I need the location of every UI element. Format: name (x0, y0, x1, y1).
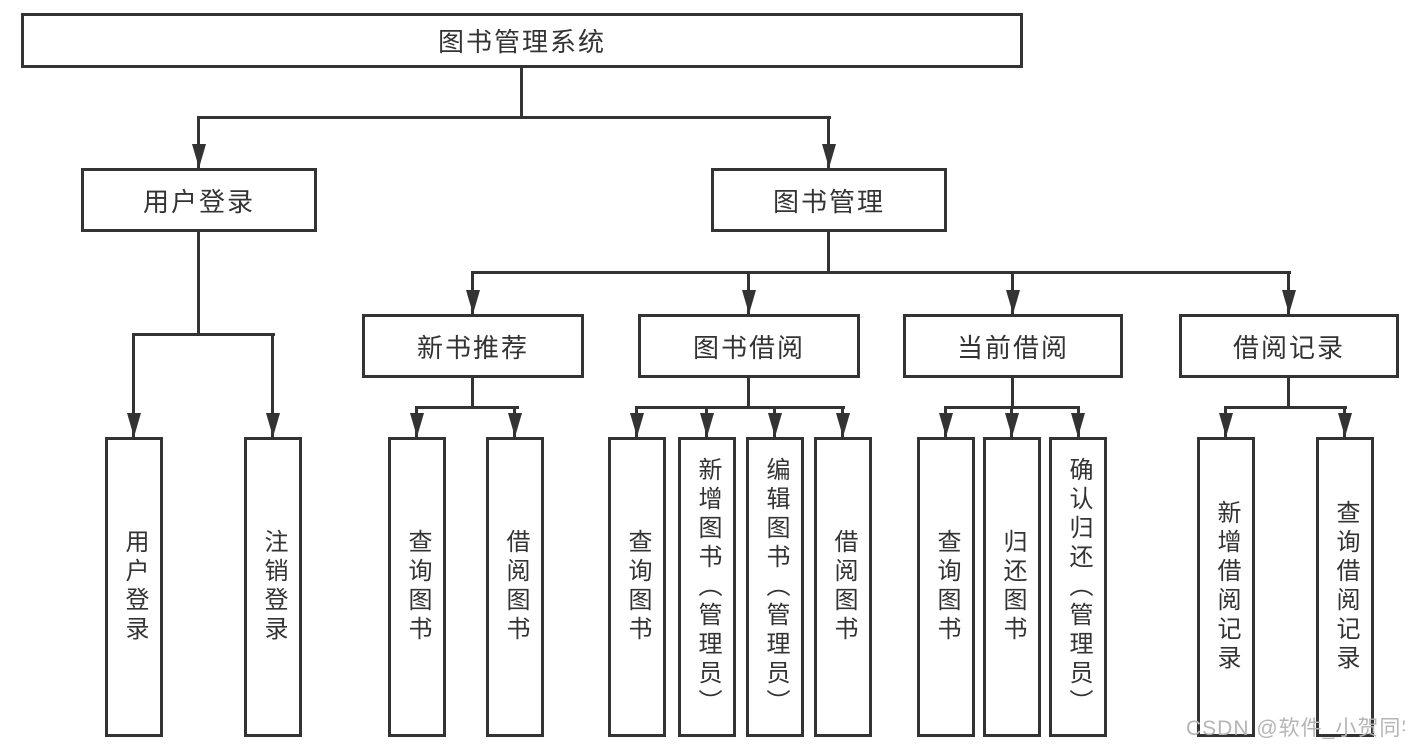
leaf-edit-book-admin: 编辑图书（管理员） (746, 437, 804, 737)
node-user-login-label: 用户登录 (142, 186, 255, 217)
arrow-down-icon (1071, 413, 1085, 437)
leaf-query-books-current-label: 查询图书 (933, 529, 960, 645)
node-current-borrowing-label: 当前借阅 (956, 332, 1069, 363)
connector-new-book-recommend-stub (471, 378, 474, 408)
arrow-down-icon (266, 413, 280, 437)
leaf-query-books-borrowing: 查询图书 (608, 437, 666, 737)
arrow-down-icon (410, 413, 424, 437)
leaf-query-borrow-record-label: 查询借阅记录 (1332, 500, 1359, 674)
leaf-add-book-admin: 新增图书（管理员） (678, 437, 736, 737)
arrow-down-icon (630, 413, 644, 437)
connector-root-stub (520, 68, 523, 118)
connector-borrowing-records-stub (1287, 378, 1290, 408)
leaf-borrow-books-label: 借阅图书 (830, 529, 857, 645)
arrow-down-icon (508, 413, 522, 437)
arrow-down-icon (822, 144, 836, 168)
leaf-add-borrow-record-label: 新增借阅记录 (1213, 500, 1240, 674)
node-book-borrowing-label: 图书借阅 (692, 332, 805, 363)
arrow-down-icon (1219, 413, 1233, 437)
leaf-query-books-recommend: 查询图书 (388, 437, 446, 737)
connector-drop-book-management (827, 116, 830, 168)
leaf-query-borrow-record: 查询借阅记录 (1316, 437, 1374, 737)
connector-borrowing-records-rail (1224, 406, 1347, 409)
connector-book-borrowing-rail (635, 406, 845, 409)
connector-root-rail (197, 116, 831, 119)
leaf-borrow-books-recommend-label: 借阅图书 (502, 529, 529, 645)
connector-current-borrowing-stub (1011, 378, 1014, 408)
node-user-login: 用户登录 (81, 168, 317, 232)
leaf-return-book: 归还图书 (983, 437, 1041, 737)
arrow-down-icon (127, 413, 141, 437)
arrow-down-icon (192, 144, 206, 168)
leaf-borrow-books-recommend: 借阅图书 (486, 437, 544, 737)
leaf-borrow-books: 借阅图书 (814, 437, 872, 737)
arrow-down-icon (939, 413, 953, 437)
watermark: CSDN @软件_小贺同学 (1186, 717, 1405, 740)
leaf-query-books-borrowing-label: 查询图书 (624, 529, 651, 645)
connector-drop-leaf-logout (271, 333, 274, 437)
leaf-return-book-label: 归还图书 (999, 529, 1026, 645)
node-book-management-label: 图书管理 (772, 186, 885, 217)
node-library-management-system: 图书管理系统 (21, 13, 1023, 68)
node-borrowing-records: 借阅记录 (1179, 314, 1399, 378)
node-book-management: 图书管理 (711, 168, 947, 232)
leaf-logout-label: 注销登录 (260, 529, 287, 645)
arrow-down-icon (1338, 413, 1352, 437)
arrow-down-icon (742, 290, 756, 314)
leaf-logout: 注销登录 (244, 437, 302, 737)
node-new-book-recommend: 新书推荐 (362, 314, 584, 378)
leaf-query-books-current: 查询图书 (917, 437, 975, 737)
connector-book-management-stub (827, 232, 830, 274)
node-new-book-recommend-label: 新书推荐 (416, 332, 529, 363)
node-book-borrowing: 图书借阅 (638, 314, 860, 378)
arrow-down-icon (1006, 290, 1020, 314)
connector-user-login-stub (197, 232, 200, 335)
connector-book-management-rail (471, 271, 1291, 274)
connector-book-borrowing-stub (747, 378, 750, 408)
leaf-user-login-label: 用户登录 (121, 529, 148, 645)
connector-drop-leaf-user-login (132, 333, 135, 437)
leaf-query-books-recommend-label: 查询图书 (404, 529, 431, 645)
arrow-down-icon (1005, 413, 1019, 437)
node-borrowing-records-label: 借阅记录 (1232, 332, 1345, 363)
connector-drop-user-login (197, 116, 200, 168)
leaf-user-login: 用户登录 (105, 437, 163, 737)
leaf-edit-book-admin-label: 编辑图书（管理员） (762, 456, 789, 718)
node-library-management-system-label: 图书管理系统 (437, 27, 606, 57)
node-current-borrowing: 当前借阅 (903, 314, 1123, 378)
arrow-down-icon (466, 290, 480, 314)
connector-new-book-recommend-rail (415, 406, 519, 409)
leaf-add-book-admin-label: 新增图书（管理员） (694, 456, 721, 718)
arrow-down-icon (836, 413, 850, 437)
arrow-down-icon (768, 413, 782, 437)
leaf-confirm-return-admin-label: 确认归还（管理员） (1065, 456, 1092, 718)
connector-user-login-rail (132, 333, 275, 336)
arrow-down-icon (1282, 290, 1296, 314)
arrow-down-icon (700, 413, 714, 437)
leaf-confirm-return-admin: 确认归还（管理员） (1049, 437, 1107, 737)
leaf-add-borrow-record: 新增借阅记录 (1197, 437, 1255, 737)
